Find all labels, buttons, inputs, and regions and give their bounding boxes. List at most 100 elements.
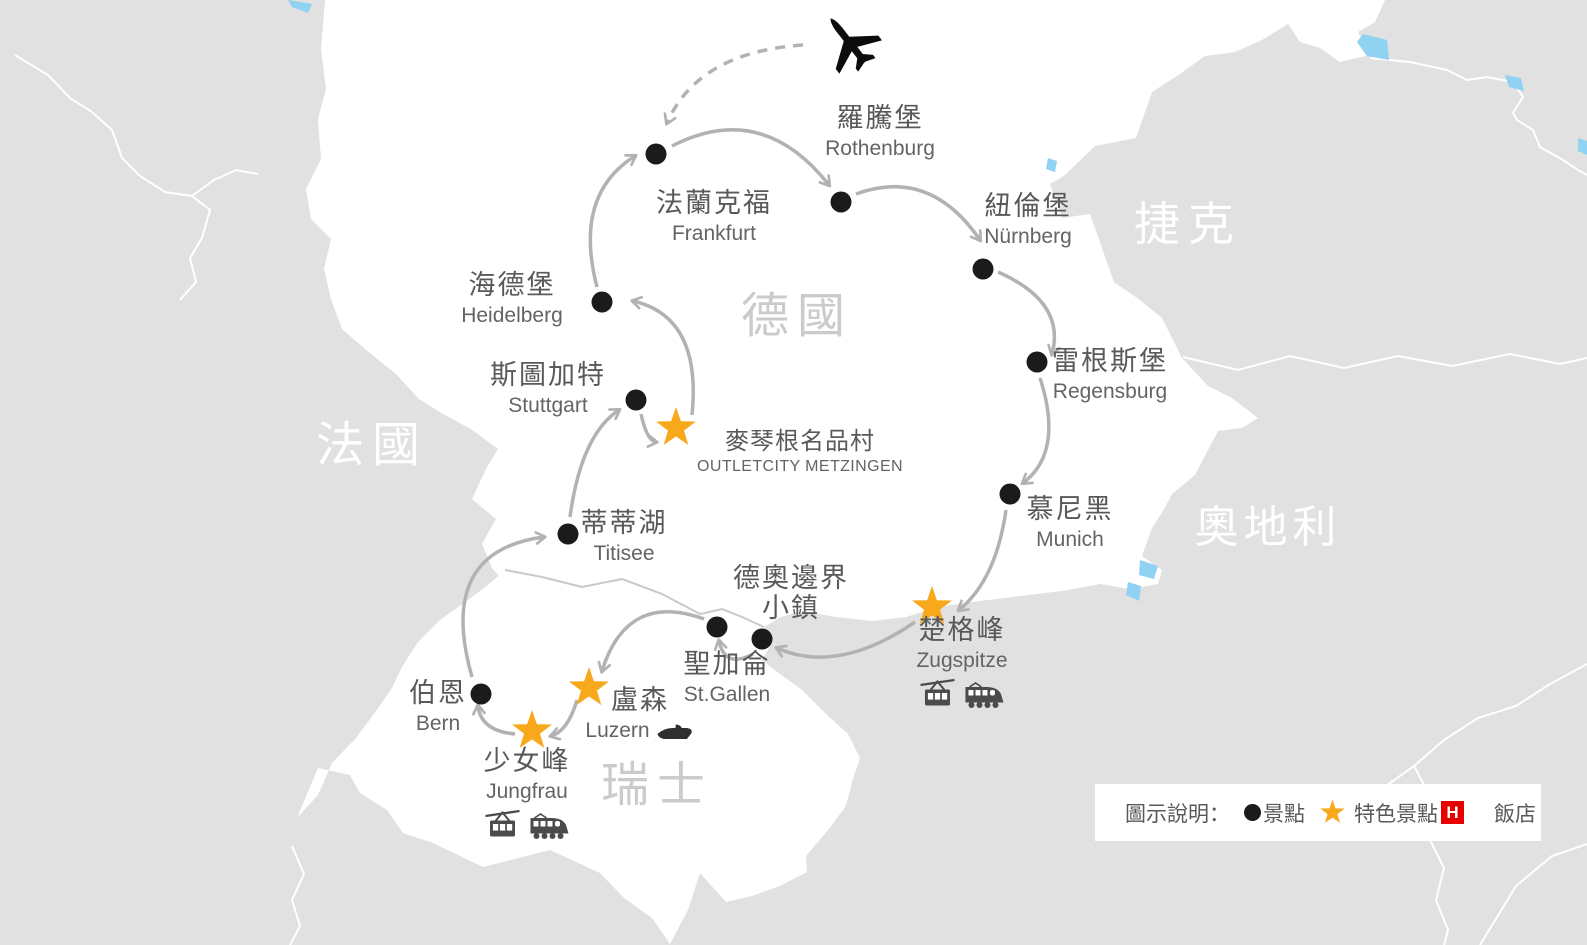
city-name-zh: 麥琴根名品村: [725, 428, 875, 455]
city-label-heidelberg: 海德堡 Heidelberg: [461, 270, 563, 327]
legend-item-attraction: 景點: [1244, 798, 1305, 828]
city-name-zh-line2: 小鎮: [762, 592, 820, 623]
train-icon: [964, 681, 1005, 709]
arc-frankfurt-rothenburg: [671, 128, 832, 188]
germany-landmass: [306, 0, 1385, 627]
city-label-luzern: 盧森 Luzern: [585, 685, 694, 742]
arc-stuttgart-metzingen: [639, 413, 659, 449]
arc-regensburg-munich: [1020, 377, 1051, 486]
legend-item-label: 特色景點: [1354, 802, 1438, 826]
arc-munich-zugspitze: [956, 509, 1008, 613]
city-name-zh: 盧森: [611, 685, 669, 715]
city-label-munich: 慕尼黑 Munich: [1026, 494, 1114, 551]
transport-icons: [916, 677, 1007, 710]
city-name-zh: 聖加侖: [683, 649, 771, 679]
featured-star-icon: [1320, 799, 1345, 823]
arc-metzingen-heidelberg: [630, 295, 695, 416]
dot-border-town: [751, 628, 773, 650]
city-label-regensburg: 雷根斯堡 Regensburg: [1052, 346, 1168, 403]
country-label-czech: 捷克: [1134, 198, 1242, 250]
city-name-en: OUTLETCITY METZINGEN: [697, 458, 903, 476]
arc-jungfrau-bern: [472, 703, 516, 736]
city-name-en: Bern: [415, 711, 461, 735]
city-name-en: Munich: [1036, 527, 1104, 551]
route-arcs: [461, 43, 1061, 741]
city-name-zh: 德奧邊界: [733, 563, 849, 593]
city-name-zh: 法蘭克福: [656, 188, 772, 218]
dot-bern: [470, 683, 492, 705]
city-name-en: Regensburg: [1052, 379, 1168, 403]
arc-bordertown-stgallen: [713, 638, 754, 661]
dot-st-gallen: [706, 616, 728, 638]
country-label-france: 法國: [315, 419, 429, 472]
arc-nurnberg-regensburg: [997, 270, 1061, 357]
city-name-zh: 慕尼黑: [1026, 494, 1114, 524]
switzerland-landmass: [297, 570, 860, 944]
city-label-nurnberg: 紐倫堡 Nürnberg: [984, 191, 1072, 248]
legend-item-featured: 特色景點: [1305, 798, 1438, 828]
city-name-zh: 伯恩: [409, 678, 467, 708]
legend-item-label: 景點: [1263, 802, 1305, 826]
country-label-germany: 德國: [740, 290, 854, 343]
city-label-zugspitze: 楚格峰 Zugspitze: [916, 615, 1008, 710]
boat-icon: [657, 724, 693, 739]
train-icon: [529, 812, 570, 840]
transport-icons: [484, 808, 571, 841]
city-name-en: Rothenburg: [825, 136, 935, 160]
arc-titisee-stuttgart: [568, 407, 622, 518]
arc-stgallen-luzern: [597, 610, 705, 674]
dot-nurnberg: [972, 258, 994, 280]
city-name-en: St.Gallen: [683, 682, 771, 706]
city-name-en: Heidelberg: [461, 303, 563, 327]
legend-title: 圖示說明：: [1125, 802, 1230, 826]
legend-item-label: 飯店: [1494, 802, 1536, 826]
city-name-zh: 少女峰: [483, 746, 571, 776]
city-name-zh: 蒂蒂湖: [580, 508, 668, 538]
cable-car-icon: [484, 809, 521, 838]
city-label-titisee: 蒂蒂湖 Titisee: [580, 508, 668, 565]
city-name-en: Stuttgart: [508, 393, 588, 417]
city-name-en: Nürnberg: [984, 224, 1072, 248]
lakes: [288, 0, 1587, 601]
city-name-zh: 羅騰堡: [836, 103, 924, 133]
city-label-stuttgart: 斯圖加特 Stuttgart: [490, 360, 606, 417]
stop-dots: [470, 143, 1048, 705]
dot-munich: [999, 483, 1021, 505]
city-label-border-town: 德奧邊界 小鎮: [733, 563, 849, 623]
legend-item-hotel: H 飯店: [1438, 798, 1536, 828]
city-name-zh: 雷根斯堡: [1052, 346, 1168, 376]
dot-frankfurt: [645, 143, 667, 165]
city-name-en: Jungfrau: [486, 779, 568, 803]
arc-rothenburg-nurnberg: [855, 185, 983, 243]
dot-regensburg: [1026, 351, 1048, 373]
country-label-switzerland: 瑞士: [600, 759, 714, 812]
city-label-st-gallen: 聖加侖 St.Gallen: [683, 649, 771, 706]
arc-bern-titisee: [461, 531, 547, 678]
dot-rothenburg: [830, 191, 852, 213]
city-label-jungfrau: 少女峰 Jungfrau: [483, 746, 571, 841]
city-label-bern: 伯恩 Bern: [409, 678, 467, 735]
cable-car-icon: [919, 678, 956, 707]
attraction-dot-icon: [1244, 804, 1261, 821]
legend: 圖示說明： 景點 特色景點 H 飯店: [1095, 784, 1541, 841]
western-borders: [14, 54, 306, 945]
arc-heidelberg-frankfurt: [588, 153, 638, 288]
arc-luzern-jungfrau: [548, 699, 579, 741]
arc-zugspitze-bordertown: [774, 620, 916, 659]
city-name-en: Titisee: [593, 541, 655, 565]
city-name-zh: 楚格峰: [918, 615, 1006, 645]
city-label-rothenburg: 羅騰堡 Rothenburg: [825, 103, 935, 160]
city-name-en-row: Luzern: [585, 719, 694, 742]
city-name-en: Zugspitze: [916, 648, 1008, 672]
city-label-frankfurt: 法蘭克福 Frankfurt: [656, 188, 772, 245]
city-label-metzingen: 麥琴根名品村 OUTLETCITY METZINGEN: [697, 428, 903, 476]
hotel-icon: H: [1441, 801, 1464, 824]
airplane-icon: [830, 18, 882, 74]
dot-stuttgart: [625, 389, 647, 411]
country-label-austria: 奧地利: [1194, 503, 1342, 552]
germany-switzerland-border: [504, 569, 765, 628]
city-name-en: Frankfurt: [671, 221, 757, 245]
city-name-en: Luzern: [585, 718, 650, 742]
